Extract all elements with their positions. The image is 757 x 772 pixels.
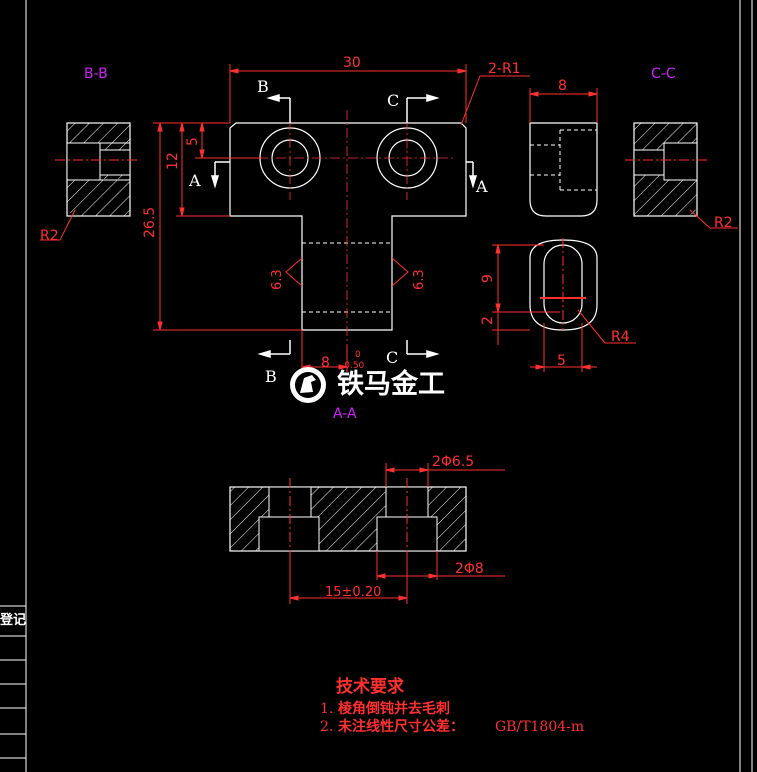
main-view: [229, 110, 467, 345]
note-1-text: 棱角倒钝并去毛刺: [338, 700, 450, 717]
aa-dimensions: [289, 463, 505, 604]
aa-view-label: A-A: [333, 406, 357, 422]
notes-heading: 技术要求: [336, 676, 404, 697]
tolerance-lower: -0.50: [341, 361, 365, 371]
dim-slot-9: 9: [480, 274, 496, 283]
note-1-number: 1.: [320, 701, 333, 717]
marker-a-right: A: [475, 177, 488, 196]
section-markers: [210, 93, 478, 359]
marker-a-left: A: [188, 171, 201, 190]
dim-8-bottom: 8: [321, 355, 330, 371]
bb-view-label: B-B: [84, 66, 108, 82]
side-view: [529, 122, 598, 331]
marker-c-bottom: C: [386, 348, 398, 367]
dim-hole-2phi65: 2Φ6.5: [432, 454, 474, 470]
watermark-text: 铁马金工: [337, 368, 445, 400]
dim-width-8: 8: [558, 78, 567, 94]
dim-r2-left: R2: [40, 228, 59, 244]
dim-r2-right: R2: [714, 215, 733, 231]
dim-width-30: 30: [343, 55, 361, 71]
main-dimensions: [153, 64, 530, 372]
marker-b-bottom: B: [265, 367, 277, 386]
marker-c-top: C: [387, 91, 399, 110]
note-2-number: 2.: [320, 719, 333, 735]
cc-view-label: C-C: [651, 66, 676, 82]
dim-radius-2r1: 2-R1: [488, 61, 521, 77]
dim-height-12: 12: [165, 152, 181, 170]
dim-slot-5: 5: [557, 353, 566, 369]
section-bb-view: [40, 122, 140, 241]
watermark-logo: [290, 367, 326, 403]
dim-hole-2phi8: 2Φ8: [455, 561, 484, 577]
dim-slot-r4: R4: [611, 329, 630, 345]
side-dimensions: [492, 88, 636, 372]
dim-distance-15: 15±0.20: [325, 585, 381, 600]
roughness-right: 6.3: [412, 269, 427, 290]
dim-height-26-5: 26.5: [142, 207, 158, 238]
dim-slot-2: 2: [480, 316, 496, 325]
title-block-registration: 登记: [0, 612, 26, 628]
tolerance-upper: 0: [355, 350, 361, 360]
section-aa-view: [229, 478, 467, 560]
note-2-standard: GB/T1804-m: [495, 719, 584, 735]
roughness-left: 6.3: [270, 269, 285, 290]
marker-b-top: B: [257, 77, 269, 96]
section-cc-view: [625, 122, 738, 229]
note-2-text: 未注线性尺寸公差：: [338, 718, 464, 735]
dim-height-5: 5: [185, 137, 201, 146]
